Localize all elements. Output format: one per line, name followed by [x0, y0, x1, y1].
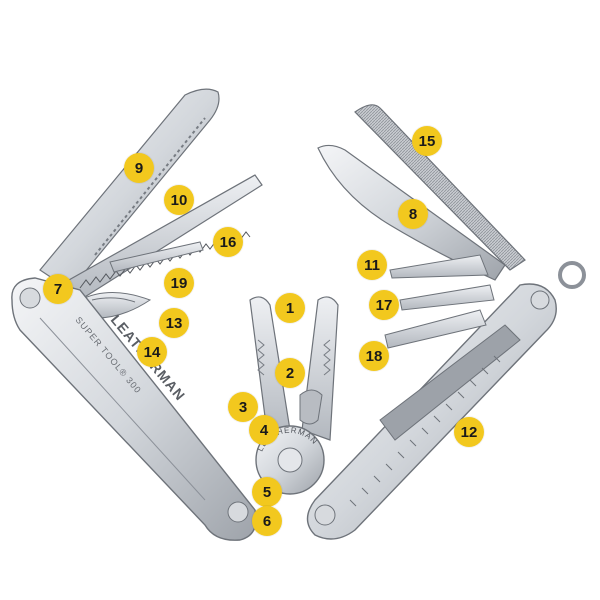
callout-number: 12	[460, 423, 478, 441]
callout-number: 14	[143, 343, 161, 361]
callout-number: 8	[408, 205, 418, 223]
callout-13: 13	[159, 308, 189, 338]
callout-number: 7	[53, 280, 63, 298]
callout-number: 13	[165, 314, 183, 332]
callout-number: 2	[285, 364, 295, 382]
callout-12: 12	[454, 417, 484, 447]
right-handle	[306, 261, 586, 540]
callout-7: 7	[43, 274, 73, 304]
callout-17: 17	[369, 290, 399, 320]
callout-number: 11	[364, 256, 380, 274]
callout-10: 10	[164, 185, 194, 215]
pivot: LEATHERMAN	[255, 425, 325, 495]
callout-number: 6	[262, 512, 272, 530]
callout-number: 18	[365, 347, 383, 365]
callout-4: 4	[249, 415, 279, 445]
callout-9: 9	[124, 153, 154, 183]
callout-number: 17	[375, 296, 393, 314]
callout-8: 8	[398, 199, 428, 229]
left-handle: LEATHERMAN SUPER TOOL® 300	[11, 277, 257, 541]
callout-6: 6	[252, 506, 282, 536]
callout-14: 14	[137, 337, 167, 367]
callout-1: 1	[275, 293, 305, 323]
callout-number: 19	[170, 274, 188, 292]
callout-number: 4	[259, 421, 269, 439]
callout-16: 16	[213, 227, 243, 257]
callout-number: 1	[285, 299, 295, 317]
callout-5: 5	[252, 477, 282, 507]
callout-number: 3	[238, 398, 248, 416]
callout-number: 10	[170, 191, 188, 209]
small-screwdriver	[109, 241, 204, 273]
callout-number: 16	[219, 233, 237, 251]
callout-3: 3	[228, 392, 258, 422]
serrated-blade	[39, 88, 220, 291]
callout-number: 5	[262, 483, 272, 501]
callout-15: 15	[412, 126, 442, 156]
callout-11: 11	[357, 250, 387, 280]
callout-2: 2	[275, 358, 305, 388]
callout-number: 15	[418, 132, 436, 150]
callout-18: 18	[359, 341, 389, 371]
file-tool	[354, 104, 526, 271]
small-tools-right	[384, 254, 495, 349]
callout-number: 9	[134, 159, 144, 177]
callout-19: 19	[164, 268, 194, 298]
plier-jaws	[249, 296, 339, 441]
